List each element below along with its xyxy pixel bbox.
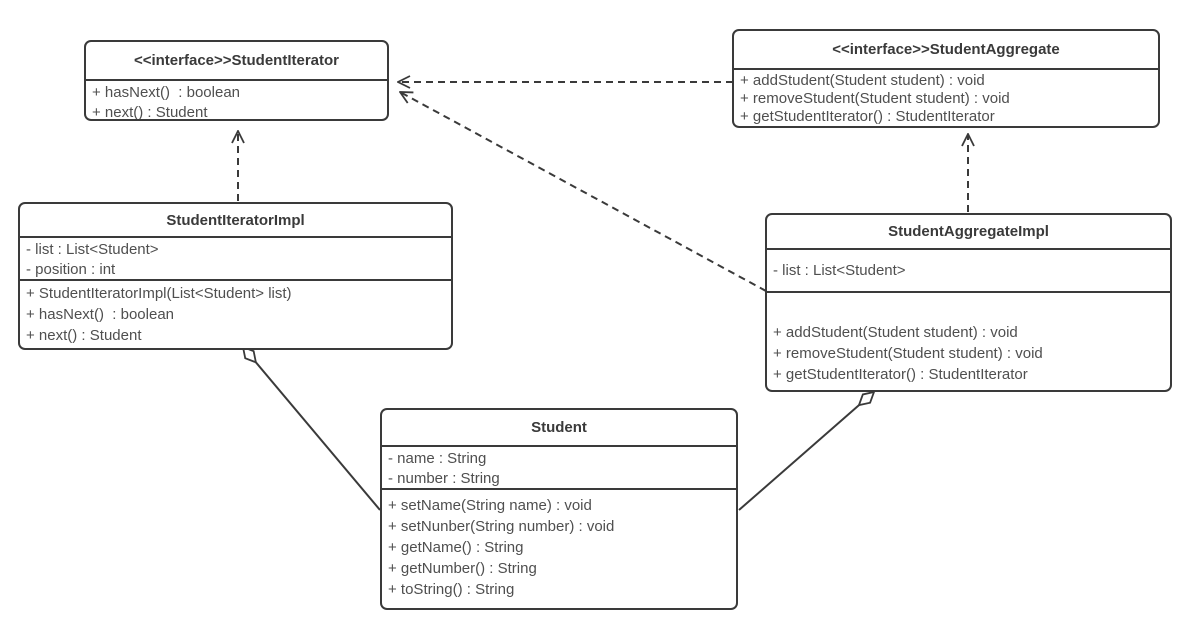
class-title-student: Student bbox=[382, 410, 736, 447]
method-line: + addStudent(Student student) : void bbox=[773, 324, 1018, 341]
attribute-line: - name : String bbox=[388, 450, 487, 467]
methods-compartment: + addStudent(Student student) : void + r… bbox=[767, 293, 1170, 390]
attribute-line: - list : List<Student> bbox=[26, 241, 159, 258]
aggregation-iteratorimpl-student bbox=[243, 347, 381, 511]
attributes-compartment: - list : List<Student> - position : int bbox=[20, 238, 451, 281]
method-line: + removeStudent(Student student) : void bbox=[740, 90, 1010, 107]
attributes-compartment: - list : List<Student> bbox=[767, 250, 1170, 293]
class-student-aggregate: <<interface>>StudentAggregate + addStude… bbox=[732, 29, 1160, 128]
method-line: + setNunber(String number) : void bbox=[388, 518, 615, 535]
class-student-iterator: <<interface>>StudentIterator + hasNext()… bbox=[84, 40, 389, 121]
methods-compartment: + hasNext() : boolean + next() : Student bbox=[86, 81, 387, 121]
class-title-student-iterator: <<interface>>StudentIterator bbox=[86, 42, 387, 81]
class-title-student-iterator-impl: StudentIteratorImpl bbox=[20, 204, 451, 238]
aggregation-aggregateimpl-student bbox=[738, 392, 874, 511]
method-line: + StudentIteratorImpl(List<Student> list… bbox=[26, 285, 292, 302]
method-line: + getStudentIterator() : StudentIterator bbox=[740, 108, 995, 125]
methods-compartment: + StudentIteratorImpl(List<Student> list… bbox=[20, 281, 451, 348]
class-student: Student - name : String - number : Strin… bbox=[380, 408, 738, 610]
dependency-aggregateimpl-to-iterator bbox=[400, 92, 767, 292]
attribute-line: - list : List<Student> bbox=[773, 261, 906, 279]
method-line: + removeStudent(Student student) : void bbox=[773, 345, 1043, 362]
method-line: + toString() : String bbox=[388, 581, 515, 598]
methods-compartment: + addStudent(Student student) : void + r… bbox=[734, 70, 1158, 126]
method-line: + getName() : String bbox=[388, 539, 524, 556]
method-line: + getStudentIterator() : StudentIterator bbox=[773, 366, 1028, 383]
method-line: + setName(String name) : void bbox=[388, 497, 592, 514]
class-title-student-aggregate-impl: StudentAggregateImpl bbox=[767, 215, 1170, 250]
method-line: + next() : Student bbox=[92, 104, 208, 121]
method-line: + hasNext() : boolean bbox=[26, 306, 175, 323]
class-title-student-aggregate: <<interface>>StudentAggregate bbox=[734, 31, 1158, 70]
method-line: + hasNext() : boolean bbox=[92, 84, 241, 101]
attributes-compartment: - name : String - number : String bbox=[382, 447, 736, 490]
method-line: + addStudent(Student student) : void bbox=[740, 72, 985, 89]
methods-compartment: + setName(String name) : void + setNunbe… bbox=[382, 490, 736, 608]
class-student-aggregate-impl: StudentAggregateImpl - list : List<Stude… bbox=[765, 213, 1172, 392]
method-line: + getNumber() : String bbox=[388, 560, 537, 577]
attribute-line: - position : int bbox=[26, 261, 116, 278]
method-line: + next() : Student bbox=[26, 327, 142, 344]
class-student-iterator-impl: StudentIteratorImpl - list : List<Studen… bbox=[18, 202, 453, 350]
attribute-line: - number : String bbox=[388, 470, 500, 487]
